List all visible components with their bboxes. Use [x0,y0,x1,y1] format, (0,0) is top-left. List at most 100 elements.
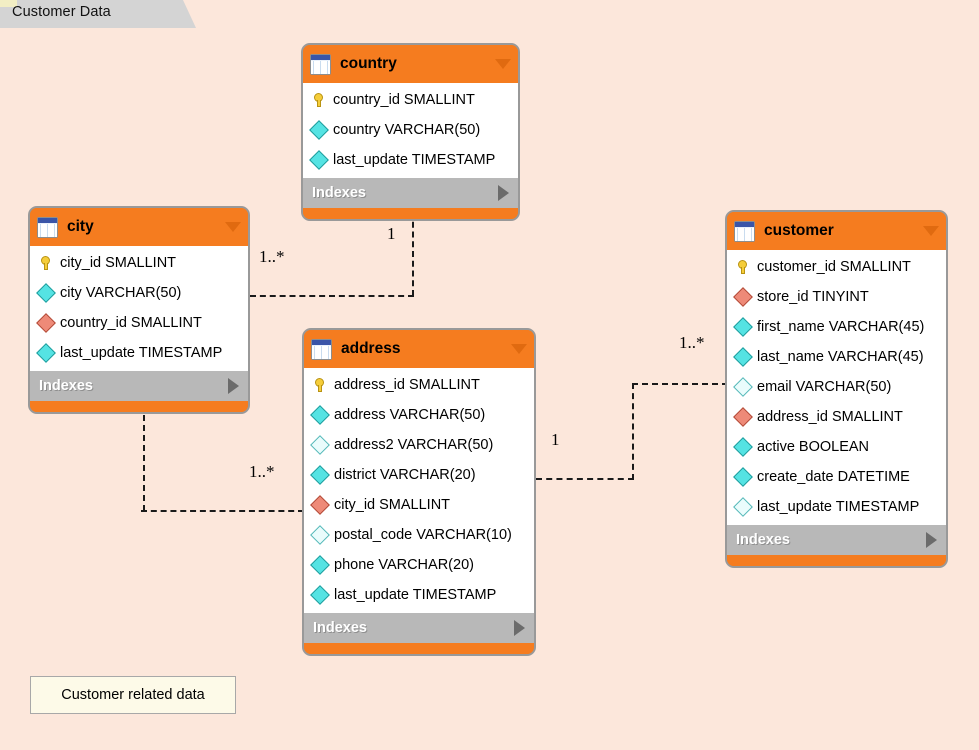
foreign-key-icon [310,495,330,515]
column-icon [310,585,330,605]
column-label: postal_code VARCHAR(10) [334,527,512,543]
column-label: address_id SMALLINT [334,377,480,393]
column-row[interactable]: last_name VARCHAR(45) [727,342,946,372]
table-country-header[interactable]: country [303,45,518,83]
column-icon [733,467,753,487]
connector-address-customer-upper [632,383,728,385]
table-customer-footer [727,555,946,566]
column-row[interactable]: city_id SMALLINT [30,248,248,278]
column-row[interactable]: last_update TIMESTAMP [303,145,518,175]
table-icon [310,53,331,75]
column-label: phone VARCHAR(20) [334,557,474,573]
column-row[interactable]: last_update TIMESTAMP [304,580,534,610]
column-label: city VARCHAR(50) [60,285,182,301]
table-customer-indexes-bar[interactable]: Indexes [727,525,946,555]
column-row[interactable]: city VARCHAR(50) [30,278,248,308]
column-row[interactable]: last_update TIMESTAMP [727,492,946,522]
primary-key-icon [312,93,326,107]
indexes-label: Indexes [736,532,790,548]
caret-right-icon[interactable] [926,532,937,548]
table-country[interactable]: country country_id SMALLINT country VARC… [301,43,520,221]
column-row[interactable]: postal_code VARCHAR(10) [304,520,534,550]
column-label: country_id SMALLINT [333,92,475,108]
table-customer[interactable]: customer customer_id SMALLINT store_id T… [725,210,948,568]
column-label: address2 VARCHAR(50) [334,437,494,453]
table-icon [734,220,755,242]
column-label: last_update TIMESTAMP [333,152,496,168]
table-address-indexes-bar[interactable]: Indexes [304,613,534,643]
table-city-indexes-bar[interactable]: Indexes [30,371,248,401]
connector-country-city-horizontal [250,295,414,297]
foreign-key-icon [733,287,753,307]
primary-key-icon [313,378,327,392]
column-label: city_id SMALLINT [334,497,451,513]
table-city-columns: city_id SMALLINT city VARCHAR(50) countr… [30,246,248,371]
column-row[interactable]: active BOOLEAN [727,432,946,462]
column-icon [310,405,330,425]
note-box[interactable]: Customer related data [30,676,236,714]
column-row[interactable]: store_id TINYINT [727,282,946,312]
table-customer-header[interactable]: customer [727,212,946,250]
caret-right-icon[interactable] [498,185,509,201]
column-row[interactable]: address_id SMALLINT [304,370,534,400]
column-icon [733,377,753,397]
indexes-label: Indexes [39,378,93,394]
foreign-key-icon [36,313,56,333]
column-row[interactable]: country VARCHAR(50) [303,115,518,145]
table-address-header[interactable]: address [304,330,534,368]
column-row[interactable]: first_name VARCHAR(45) [727,312,946,342]
column-label: country_id SMALLINT [60,315,202,331]
column-row[interactable]: address VARCHAR(50) [304,400,534,430]
diagram-canvas[interactable]: 1 1..* 1 1..* 1 1..* country country_id … [0,28,979,750]
column-label: country VARCHAR(50) [333,122,481,138]
column-icon [310,465,330,485]
column-label: address_id SMALLINT [757,409,903,425]
cardinality-country-one: 1 [387,224,396,243]
column-label: last_update TIMESTAMP [757,499,920,515]
column-label: district VARCHAR(20) [334,467,476,483]
table-address[interactable]: address address_id SMALLINT address VARC… [302,328,536,656]
table-country-footer [303,208,518,219]
caret-right-icon[interactable] [514,620,525,636]
indexes-label: Indexes [313,620,367,636]
indexes-label: Indexes [312,185,366,201]
column-icon [733,437,753,457]
cardinality-city-many: 1..* [259,247,285,266]
caret-down-icon[interactable] [495,59,511,69]
table-address-name: address [341,340,401,357]
table-city-header[interactable]: city [30,208,248,246]
table-icon [311,338,332,360]
column-row[interactable]: city_id SMALLINT [304,490,534,520]
column-label: store_id TINYINT [757,289,869,305]
tab-customer-data[interactable]: Customer Data [0,0,196,28]
table-city-footer [30,401,248,412]
column-row[interactable]: customer_id SMALLINT [727,252,946,282]
primary-key-icon [39,256,53,270]
table-city[interactable]: city city_id SMALLINT city VARCHAR(50) c… [28,206,250,414]
table-country-columns: country_id SMALLINT country VARCHAR(50) … [303,83,518,178]
cardinality-address-many: 1..* [249,462,275,481]
connector-address-customer-vertical [632,383,634,480]
caret-down-icon[interactable] [225,222,241,232]
table-address-columns: address_id SMALLINT address VARCHAR(50) … [304,368,534,613]
column-row[interactable]: country_id SMALLINT [30,308,248,338]
caret-down-icon[interactable] [923,226,939,236]
column-row[interactable]: district VARCHAR(20) [304,460,534,490]
column-row[interactable]: phone VARCHAR(20) [304,550,534,580]
caret-down-icon[interactable] [511,344,527,354]
caret-right-icon[interactable] [228,378,239,394]
column-label: address VARCHAR(50) [334,407,486,423]
table-country-name: country [340,55,397,72]
column-row[interactable]: address2 VARCHAR(50) [304,430,534,460]
column-row[interactable]: address_id SMALLINT [727,402,946,432]
tab-strip: Customer Data [0,0,979,28]
connector-address-customer-lower [536,478,634,480]
column-row[interactable]: last_update TIMESTAMP [30,338,248,368]
table-country-indexes-bar[interactable]: Indexes [303,178,518,208]
column-icon [310,555,330,575]
connector-city-address-vertical [143,375,145,511]
table-address-footer [304,643,534,654]
column-row[interactable]: create_date DATETIME [727,462,946,492]
column-row[interactable]: country_id SMALLINT [303,85,518,115]
column-row[interactable]: email VARCHAR(50) [727,372,946,402]
